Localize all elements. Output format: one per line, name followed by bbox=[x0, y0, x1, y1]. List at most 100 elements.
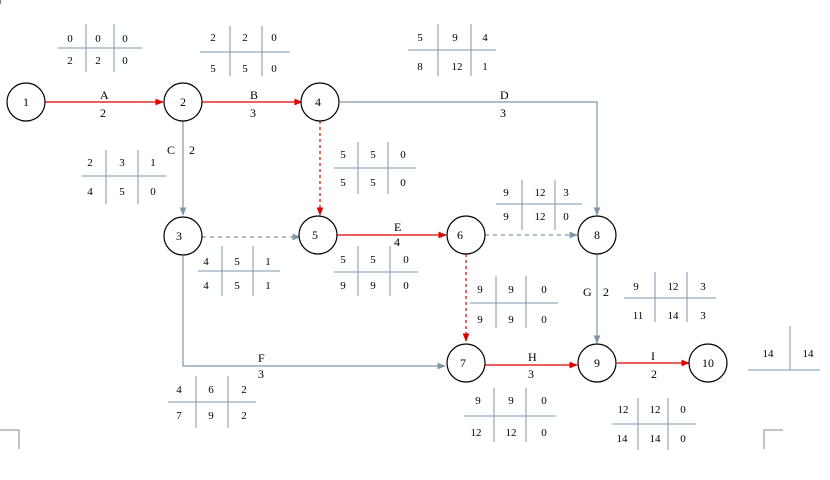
es: 0 bbox=[67, 33, 73, 45]
lf: 12 bbox=[535, 211, 546, 223]
time-table-a: 0 0 0 2 2 0 bbox=[58, 24, 142, 72]
ff: 2 bbox=[241, 410, 247, 422]
ls: 12 bbox=[650, 404, 661, 416]
lf: 5 bbox=[234, 280, 240, 292]
ls: 12 bbox=[668, 281, 679, 293]
node-6: 6 bbox=[446, 215, 486, 255]
node-7: 7 bbox=[446, 343, 486, 383]
time-table-h: 9 9 0 12 12 0 bbox=[464, 388, 556, 442]
time-table-d: 5 9 4 8 12 1 bbox=[408, 24, 496, 76]
edges bbox=[45, 98, 690, 370]
node-8: 8 bbox=[577, 215, 617, 255]
edge-label-d: D bbox=[500, 88, 509, 102]
edge-duration-i: 2 bbox=[651, 367, 657, 381]
total-time-box: 14 14 bbox=[748, 326, 820, 371]
es: 9 bbox=[503, 187, 509, 199]
node-label: 9 bbox=[594, 356, 600, 370]
ls: 3 bbox=[119, 157, 125, 169]
time-table-b: 2 2 0 5 5 0 bbox=[200, 26, 290, 76]
edge-duration-e: 4 bbox=[394, 235, 400, 249]
ff: 0 bbox=[680, 433, 686, 445]
tf: 2 bbox=[241, 384, 247, 396]
ef: 9 bbox=[503, 211, 509, 223]
node-label: 6 bbox=[457, 228, 463, 242]
lf: 14 bbox=[668, 310, 680, 322]
ff: 0 bbox=[150, 186, 156, 198]
ff: 0 bbox=[122, 55, 128, 67]
edge-labels: A 2 B 3 C 2 D 3 E 4 F 3 G 2 H 3 I 2 bbox=[100, 88, 657, 381]
es: 5 bbox=[417, 32, 423, 44]
edge-duration-g: 2 bbox=[603, 285, 609, 299]
edge-3-7 bbox=[182, 256, 446, 370]
es: 9 bbox=[477, 284, 483, 296]
node-4: 4 bbox=[300, 82, 340, 122]
tf: 0 bbox=[400, 149, 406, 161]
ef: 5 bbox=[340, 177, 346, 189]
ls: 9 bbox=[508, 395, 514, 407]
ef: 9 bbox=[477, 314, 483, 326]
tf: 4 bbox=[482, 32, 488, 44]
time-table-6-8: 9 12 3 9 12 0 bbox=[496, 180, 582, 230]
node-3: 3 bbox=[163, 216, 203, 256]
es: 5 bbox=[340, 254, 346, 266]
ls: 5 bbox=[370, 254, 376, 266]
ef: 14 bbox=[617, 433, 629, 445]
edge-duration-c: 2 bbox=[189, 143, 195, 157]
ef: 7 bbox=[176, 410, 182, 422]
lf: 5 bbox=[370, 177, 376, 189]
tf: 3 bbox=[700, 281, 706, 293]
node-label: 5 bbox=[312, 228, 318, 242]
edge-label-a: A bbox=[100, 88, 109, 102]
es: 5 bbox=[340, 149, 346, 161]
node-10: 10 bbox=[688, 343, 728, 383]
time-table-4-5: 5 5 0 5 5 0 bbox=[334, 142, 416, 194]
ff: 1 bbox=[482, 61, 488, 73]
time-table-g: 9 12 3 11 14 3 bbox=[624, 272, 716, 322]
ls: 0 bbox=[95, 33, 101, 45]
edge-label-b: B bbox=[250, 88, 258, 102]
ef: 4 bbox=[87, 186, 93, 198]
edge-duration-d: 3 bbox=[500, 106, 506, 120]
edge-label-e: E bbox=[394, 220, 401, 234]
es: 4 bbox=[176, 384, 182, 396]
node-label: 2 bbox=[180, 95, 186, 109]
edge-duration-h: 3 bbox=[528, 367, 534, 381]
node-label: 4 bbox=[315, 95, 321, 109]
lf: 9 bbox=[370, 280, 376, 292]
ef: 2 bbox=[67, 55, 73, 67]
ef: 5 bbox=[210, 63, 216, 75]
tf: 0 bbox=[403, 254, 409, 266]
ls: 5 bbox=[370, 149, 376, 161]
lf: 9 bbox=[208, 410, 214, 422]
tf: 0 bbox=[680, 404, 686, 416]
node-2: 2 bbox=[163, 82, 203, 122]
ls: 12 bbox=[535, 187, 546, 199]
edge-label-h: H bbox=[528, 350, 537, 364]
edge-label-i: I bbox=[651, 349, 655, 363]
ff: 0 bbox=[400, 177, 406, 189]
ff: 0 bbox=[271, 63, 277, 75]
tf: 1 bbox=[265, 256, 271, 268]
lf: 12 bbox=[452, 61, 463, 73]
ef: 11 bbox=[633, 310, 644, 322]
tf: 0 bbox=[541, 284, 547, 296]
time-table-6-7: 9 9 0 9 9 0 bbox=[470, 276, 558, 328]
es: 4 bbox=[203, 256, 209, 268]
tf: 3 bbox=[563, 187, 569, 199]
edge-duration-b: 3 bbox=[250, 106, 256, 120]
es: 2 bbox=[87, 157, 93, 169]
es: 9 bbox=[633, 281, 639, 293]
ff: 3 bbox=[700, 310, 706, 322]
ef: 9 bbox=[340, 280, 346, 292]
node-label: 1 bbox=[23, 95, 29, 109]
time-table-c: 2 3 1 4 5 0 bbox=[82, 150, 166, 204]
es: 2 bbox=[210, 32, 216, 44]
tf: 0 bbox=[271, 32, 277, 44]
ff: 0 bbox=[403, 280, 409, 292]
ff: 1 bbox=[265, 280, 271, 292]
edge-label-c: C bbox=[167, 143, 175, 157]
ls: 6 bbox=[208, 384, 214, 396]
lf: 14 bbox=[650, 433, 662, 445]
